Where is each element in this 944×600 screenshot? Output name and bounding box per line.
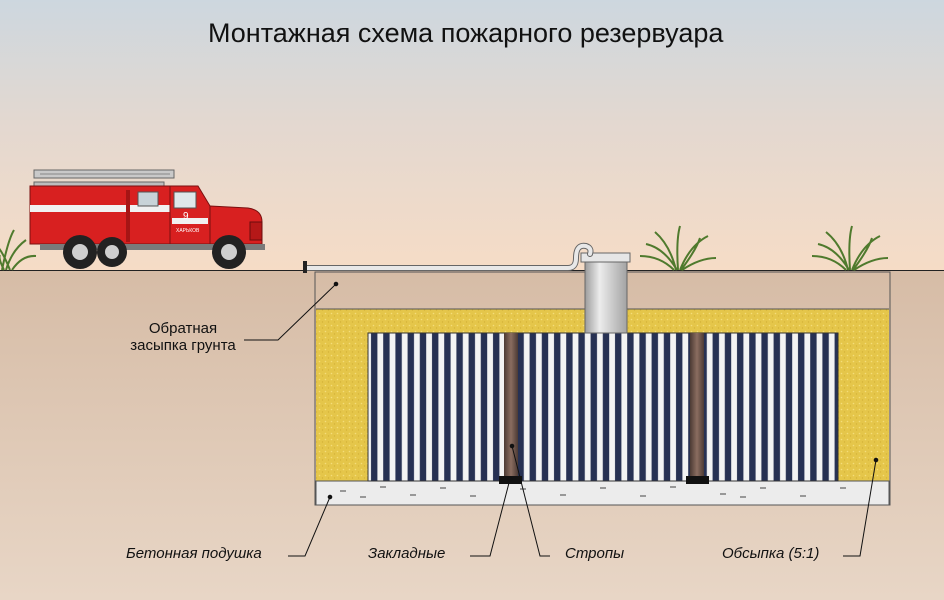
- label-sand-mix: Обсыпка (5:1): [722, 545, 820, 562]
- grass-icon: [811, 225, 889, 271]
- tank-riser: [584, 259, 628, 334]
- label-backfill-line1: Обратная: [148, 320, 218, 337]
- sling-right: [690, 333, 704, 481]
- fire-truck-icon: [29, 169, 265, 269]
- concrete-pad-marks: [340, 486, 846, 498]
- sling-left: [504, 333, 518, 481]
- tank-riser-cap: [580, 252, 631, 263]
- grass-icon: [0, 229, 37, 271]
- label-embedded: Закладные: [368, 545, 446, 562]
- tank-body: [367, 332, 839, 482]
- label-backfill: Обратная засыпка грунта: [118, 320, 248, 354]
- embedded-anchor-right: [686, 476, 709, 484]
- label-slings: Стропы: [565, 545, 625, 562]
- grass-icon: [639, 225, 717, 271]
- concrete-pad: [315, 480, 890, 506]
- intake-pipe-end: [303, 261, 307, 273]
- truck-number: 9: [183, 211, 189, 222]
- label-concrete-pad: Бетонная подушка: [126, 545, 262, 562]
- label-backfill-line2: засыпка грунта: [130, 337, 236, 354]
- leader-lines: [244, 281, 879, 557]
- truck-city: ХАРЬКОВ: [176, 228, 200, 234]
- diagram-title: Монтажная схема пожарного резервуара: [208, 18, 724, 48]
